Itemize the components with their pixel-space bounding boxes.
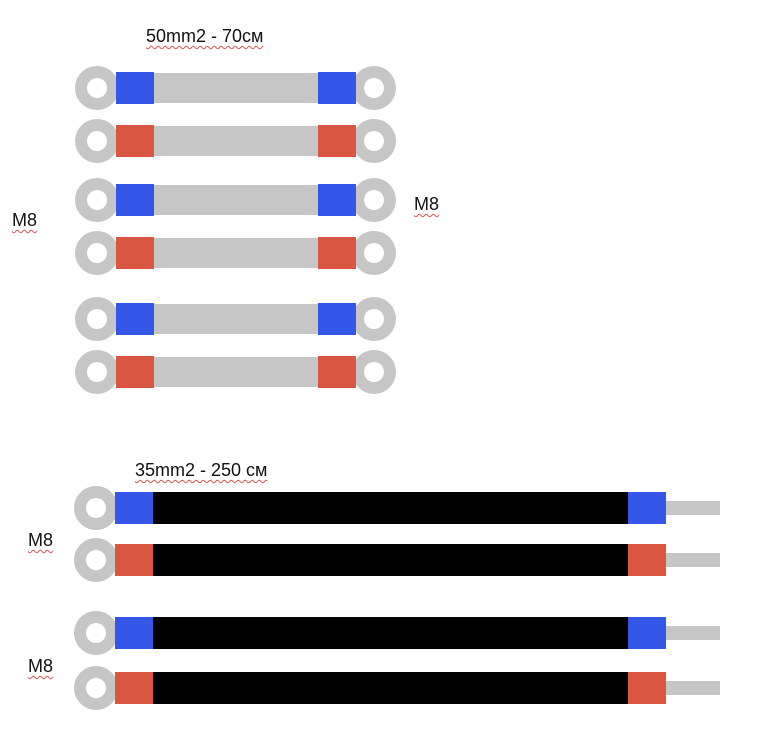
- long-cable-2-left-lug-hole: [86, 550, 106, 570]
- long-cable-3-right-sleeve: [628, 617, 666, 649]
- long-cables-title: 35mm2 - 250 см: [135, 460, 268, 480]
- short-cable-3-wire: [153, 185, 318, 215]
- short-cable-1-left-lug-hole: [87, 78, 107, 98]
- short-cable-4-left-sleeve: [116, 237, 154, 269]
- short-cable-6-right-sleeve: [318, 356, 356, 388]
- m8-label-left-short: M8: [12, 210, 38, 230]
- long-cable-1-left-lug-hole: [86, 498, 106, 518]
- short-cable-2-wire: [153, 126, 318, 156]
- m8-label-right-short: M8: [414, 194, 440, 214]
- short-cable-5-right-lug-hole: [364, 309, 384, 329]
- short-cable-3-right-lug-hole: [364, 190, 384, 210]
- long-cable-4-left-sleeve: [115, 672, 153, 704]
- short-cable-3-right-sleeve: [318, 184, 356, 216]
- short-cable-2-left-lug-hole: [87, 131, 107, 151]
- m8-label-long-bottom: M8: [28, 656, 54, 676]
- short-cable-4-left-lug-hole: [87, 243, 107, 263]
- long-cable-2-wire: [153, 544, 629, 576]
- short-cable-2-right-sleeve: [318, 125, 356, 157]
- short-cable-5-left-lug-hole: [87, 309, 107, 329]
- short-cable-4-right-lug-hole: [364, 243, 384, 263]
- long-cable-3-left-sleeve: [115, 617, 153, 649]
- short-cable-4-right-sleeve: [318, 237, 356, 269]
- long-cable-2-right-sleeve: [628, 544, 666, 576]
- short-cable-6-right-lug-hole: [364, 362, 384, 382]
- short-cable-3-left-lug-hole: [87, 190, 107, 210]
- long-cable-3-bare-wire: [665, 626, 720, 640]
- short-cable-2-right-lug-hole: [364, 131, 384, 151]
- m8-label-long-top: M8: [28, 530, 54, 550]
- short-cable-6-wire: [153, 357, 318, 387]
- short-cable-6-left-lug-hole: [87, 362, 107, 382]
- long-cable-1-right-sleeve: [628, 492, 666, 524]
- short-cable-2-left-sleeve: [116, 125, 154, 157]
- long-cable-2-bare-wire: [665, 553, 720, 567]
- short-cable-5-right-sleeve: [318, 303, 356, 335]
- long-cable-3-wire: [153, 617, 629, 649]
- long-cable-2-left-sleeve: [115, 544, 153, 576]
- short-cable-6-left-sleeve: [116, 356, 154, 388]
- long-cable-1-bare-wire: [665, 501, 720, 515]
- short-cables-title: 50mm2 - 70см: [146, 26, 264, 46]
- short-cable-1-right-sleeve: [318, 72, 356, 104]
- short-cable-1-wire: [153, 73, 318, 103]
- short-cable-1-left-sleeve: [116, 72, 154, 104]
- short-cable-1-right-lug-hole: [364, 78, 384, 98]
- long-cable-1-left-sleeve: [115, 492, 153, 524]
- long-cable-3-left-lug-hole: [86, 623, 106, 643]
- short-cable-5-wire: [153, 304, 318, 334]
- short-cable-3-left-sleeve: [116, 184, 154, 216]
- short-cable-4-wire: [153, 238, 318, 268]
- long-cable-1-wire: [153, 492, 629, 524]
- long-cable-4-left-lug-hole: [86, 678, 106, 698]
- long-cable-4-bare-wire: [665, 681, 720, 695]
- short-cable-5-left-sleeve: [116, 303, 154, 335]
- long-cable-4-right-sleeve: [628, 672, 666, 704]
- long-cable-4-wire: [153, 672, 629, 704]
